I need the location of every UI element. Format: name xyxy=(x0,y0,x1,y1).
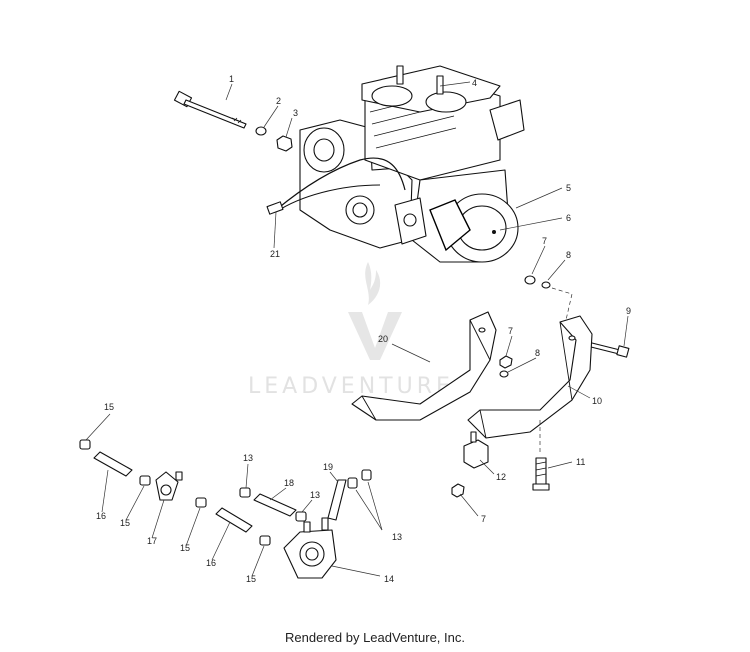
callout-8-upper: 8 xyxy=(566,250,571,260)
callout-6: 6 xyxy=(566,213,571,223)
callout-13-c: 13 xyxy=(392,532,402,542)
callout-16-a: 16 xyxy=(96,511,106,521)
clamp-part-15-b xyxy=(139,475,151,486)
washer-part-2 xyxy=(255,126,267,136)
callout-9: 9 xyxy=(626,306,631,316)
washer-part-8-upper xyxy=(541,281,551,289)
callout-16-b: 16 xyxy=(206,558,216,568)
callout-18: 18 xyxy=(284,478,294,488)
callout-11: 11 xyxy=(576,457,585,467)
callout-10: 10 xyxy=(592,396,602,406)
bolt-part-1 xyxy=(173,90,247,129)
callout-13-a: 13 xyxy=(243,453,253,463)
callout-15-a: 15 xyxy=(104,402,114,412)
hose-part-19 xyxy=(327,479,347,521)
watermark: LEADVENTURE xyxy=(248,262,454,399)
hose-part-16-a xyxy=(93,451,133,477)
bolt-part-9 xyxy=(586,341,630,358)
callout-8-mid: 8 xyxy=(535,348,540,358)
clamp-part-13-d xyxy=(361,469,372,481)
callout-14: 14 xyxy=(384,574,394,584)
callout-3: 3 xyxy=(293,108,298,118)
watermark-text: LEADVENTURE xyxy=(248,374,454,399)
callout-21: 21 xyxy=(270,249,280,259)
callout-17: 17 xyxy=(147,536,157,546)
engine-mount-part-20 xyxy=(351,311,497,421)
nut-part-3 xyxy=(276,135,293,152)
callout-15-b: 15 xyxy=(120,518,130,528)
clamp-part-13-a xyxy=(239,487,251,498)
callout-20: 20 xyxy=(378,334,388,344)
engine-assembly xyxy=(299,65,525,263)
fuel-pump-part-14 xyxy=(283,517,337,579)
callouts: 1 2 3 4 5 6 7 8 9 7 8 10 11 12 7 20 21 1… xyxy=(96,74,631,584)
cable-part-21 xyxy=(266,157,406,215)
callout-1: 1 xyxy=(229,74,234,84)
clamp-part-15-d xyxy=(259,535,271,546)
callout-12: 12 xyxy=(496,472,506,482)
callout-2: 2 xyxy=(276,96,281,106)
bolt-part-11 xyxy=(532,457,550,491)
fuel-filter-part-17 xyxy=(155,471,183,501)
hose-part-18 xyxy=(253,493,297,517)
watermark-logo xyxy=(348,262,402,360)
nut-part-7-lower xyxy=(451,483,465,498)
callout-4: 4 xyxy=(472,78,477,88)
clamp-part-13-b xyxy=(295,511,307,522)
callout-7-mid: 7 xyxy=(508,326,513,336)
nut-part-7-mid xyxy=(499,355,513,369)
callout-15-d: 15 xyxy=(246,574,256,584)
callout-7-upper: 7 xyxy=(542,236,547,246)
clamp-part-13-c xyxy=(347,477,358,489)
hose-part-16-b xyxy=(215,507,253,533)
callout-7-lower: 7 xyxy=(481,514,486,524)
rubber-mount-part-12 xyxy=(463,431,489,469)
callout-5: 5 xyxy=(566,183,571,193)
washer-part-8-mid xyxy=(499,370,509,378)
callout-19: 19 xyxy=(323,462,333,472)
clamp-part-15-a xyxy=(79,439,91,450)
callout-13-b: 13 xyxy=(310,490,320,500)
leader-lines xyxy=(85,81,629,577)
clamp-part-15-c xyxy=(195,497,207,508)
footer-credit: Rendered by LeadVenture, Inc. xyxy=(285,630,465,645)
nut-part-7-upper xyxy=(524,275,536,285)
callout-15-c: 15 xyxy=(180,543,190,553)
